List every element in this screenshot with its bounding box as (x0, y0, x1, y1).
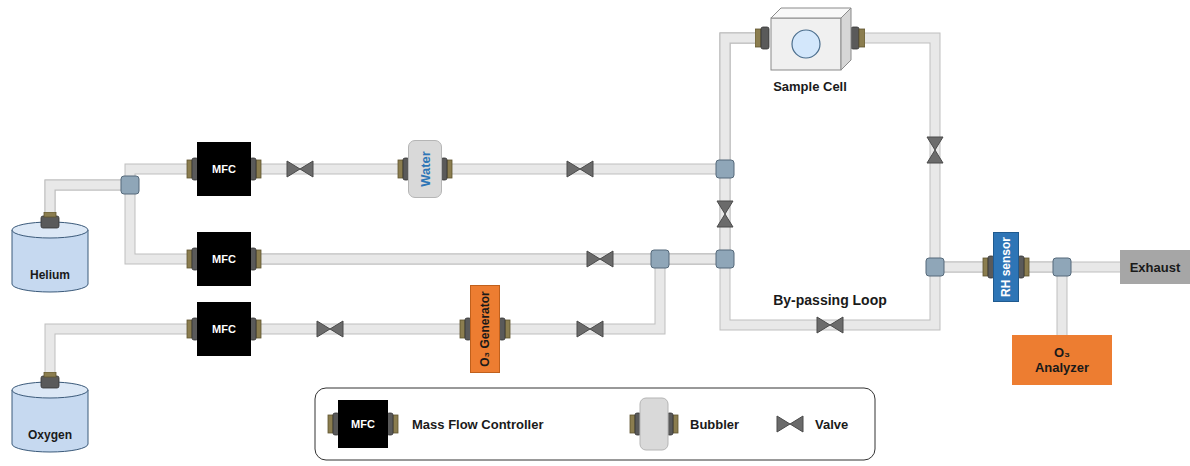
pipe-fill (251, 259, 993, 325)
pipe-outline (865, 38, 993, 267)
cylinder-outline (12, 390, 88, 452)
node-label: MFC (212, 253, 236, 265)
legend-frame (315, 388, 875, 460)
gas-pipe (500, 38, 755, 329)
valve-sample (777, 416, 803, 432)
rh-sensor: RH sensor (993, 232, 1019, 302)
node-label: Sample Cell (755, 79, 865, 94)
ozone-analyzer: O₃ Analyzer (1012, 335, 1112, 385)
tee-fitting (121, 176, 139, 194)
valve-symbol (817, 317, 843, 333)
pipe-fill (1019, 267, 1062, 335)
gas-pipe (1019, 267, 1062, 335)
valve-symbol (717, 201, 733, 227)
cell-front (771, 18, 841, 70)
tee-fitting (926, 258, 944, 276)
node-label: Water (418, 151, 433, 187)
pipe-fitting (499, 318, 510, 340)
loop-label: By-passing Loop (770, 292, 890, 308)
water-bubbler: Water (408, 140, 442, 198)
cylinder-outline (12, 230, 88, 292)
valve-symbol (567, 161, 593, 177)
gas-cylinder: Oxygen (8, 372, 92, 454)
gas-pipe (251, 169, 408, 170)
pipe-fill (500, 38, 755, 329)
pipe-fitting (250, 318, 261, 340)
cylinder-valve-brass (44, 372, 56, 377)
tee-fitting (651, 250, 669, 268)
sample-cell: Sample Cell (755, 6, 865, 98)
ozone-generator: O₃ Generator (470, 285, 500, 373)
node-label: MFC (212, 163, 236, 175)
gas-pipe (251, 259, 993, 325)
cylinder-valve (41, 376, 59, 388)
legend-text: Valve (815, 417, 848, 432)
cylinder-valve-brass (44, 212, 56, 217)
gas-pipe (865, 38, 993, 267)
tee-fitting (716, 160, 734, 178)
pipe-fill (50, 329, 197, 372)
pipe-fitting (250, 158, 261, 180)
bubbler-sample (640, 398, 668, 450)
pipe-fill (865, 38, 993, 267)
node-label: MFC (212, 323, 236, 335)
node-label: O₃ Generator (478, 291, 492, 367)
pipe-outline (251, 38, 755, 259)
pipe-fitting (761, 27, 769, 49)
gas-pipe (442, 38, 755, 169)
legend-text: Mass Flow Controller (412, 417, 543, 432)
pipe-outline (251, 259, 993, 325)
gas-pipe (50, 329, 197, 372)
mass-flow-controller: MFC (197, 232, 251, 286)
pipe-fill (251, 325, 470, 334)
valve-symbol (587, 251, 613, 267)
pipe-outline (251, 324, 470, 335)
node-label: Oxygen (8, 428, 92, 442)
pipe-fill (251, 38, 755, 259)
pipe-outline (442, 38, 755, 169)
pipe-outline (251, 164, 408, 175)
mass-flow-controller: MFC (197, 302, 251, 356)
tee-fitting (1053, 258, 1071, 276)
pipe-fill (251, 165, 408, 174)
node-label: Helium (8, 268, 92, 282)
pipe-fitting (851, 27, 859, 49)
tee-fitting (716, 250, 734, 268)
pipe-fitting (755, 29, 761, 47)
pipe-fitting (859, 29, 865, 47)
pipe-fitting (630, 413, 641, 435)
pipe-outline (500, 38, 755, 329)
node-label: RH sensor (999, 237, 1013, 297)
pipe-fitting (1018, 256, 1029, 278)
pipe-fitting (387, 413, 398, 435)
valve-symbol (317, 321, 343, 337)
pipe-fitting (667, 413, 678, 435)
pipe-fill (442, 38, 755, 169)
valve-symbol (287, 161, 313, 177)
pipe-outline (1019, 267, 1062, 335)
node-label: O₃ Analyzer (1030, 345, 1094, 375)
pipe-fitting (441, 158, 452, 180)
mfc-sample: MFC (338, 400, 388, 448)
cell-window (792, 30, 820, 58)
pipe-fitting (250, 248, 261, 270)
gas-pipe (251, 38, 755, 259)
valve-symbol (577, 321, 603, 337)
mfc-sample-text: MFC (351, 418, 375, 430)
pipe-outline (50, 329, 197, 372)
valve-symbol (927, 137, 943, 163)
node-label: Exhaust (1130, 260, 1181, 275)
gas-cylinder: Helium (8, 212, 92, 294)
cell-side (841, 8, 851, 70)
gas-pipe (251, 329, 470, 330)
exhaust-box: Exhaust (1120, 250, 1190, 284)
cylinder-valve (41, 216, 59, 228)
legend-text: Bubbler (690, 417, 739, 432)
cell-top (771, 8, 851, 18)
mass-flow-controller: MFC (197, 142, 251, 196)
